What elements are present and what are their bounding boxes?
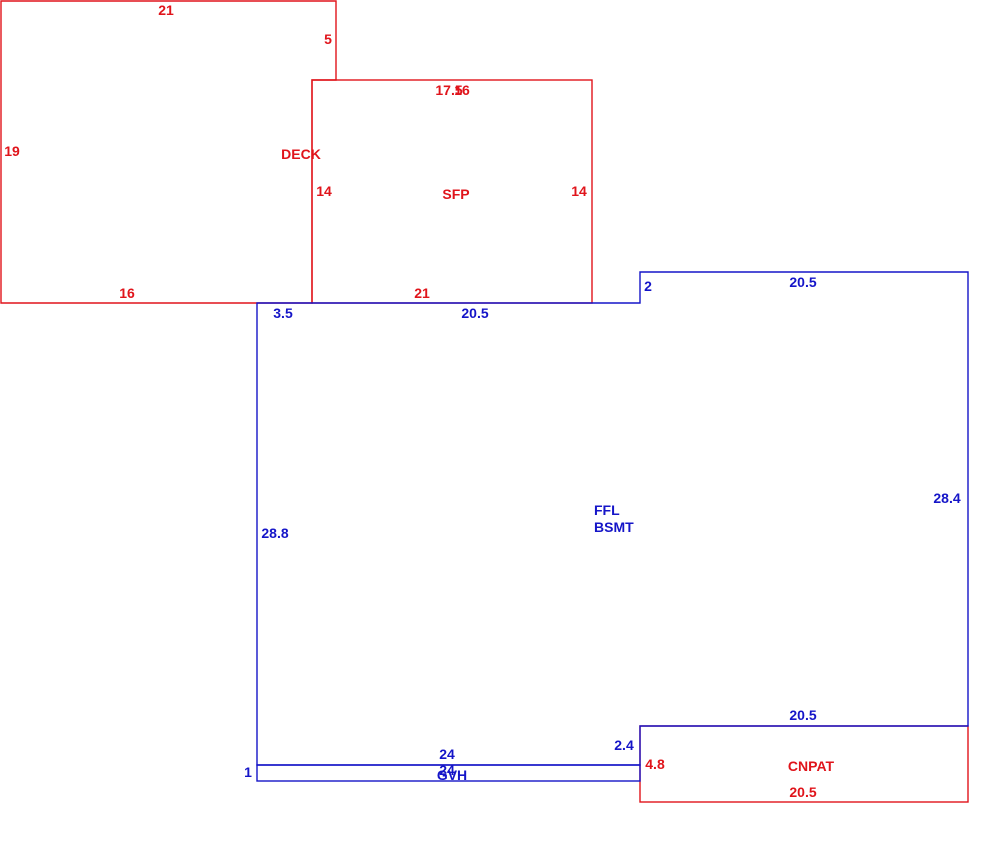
- sfp-label: SFP: [442, 186, 469, 202]
- gvh-dim-top: 24: [439, 746, 455, 762]
- gvh-dim-bottom: 24: [439, 762, 455, 778]
- sfp-dim-left: 14: [316, 183, 332, 199]
- main-dim-bottom-right: 20.5: [789, 707, 816, 723]
- main-dim-left: 28.8: [261, 525, 288, 541]
- gvh-dim-left: 1: [244, 764, 252, 780]
- deck-dim-left: 19: [4, 143, 20, 159]
- main-dim-step-down: 2.4: [614, 737, 634, 753]
- deck-dim-bottom: 16: [119, 285, 135, 301]
- cnpat-label: CNPAT: [788, 758, 835, 774]
- main-dim-step-up: 2: [644, 278, 652, 294]
- main-label-bsmt: BSMT: [594, 519, 634, 535]
- main-dim-right: 28.4: [933, 490, 960, 506]
- sfp-dim-bottom: 21: [414, 285, 430, 301]
- sfp-dim-top: 17.5: [435, 82, 462, 98]
- deck-dim-right-step: 5: [324, 31, 332, 47]
- gvh-outline: [256, 764, 641, 782]
- deck-label: DECK: [281, 146, 321, 162]
- sfp-dim-right: 14: [571, 183, 587, 199]
- cnpat-dim-left: 4.8: [645, 756, 665, 772]
- main-label-ffl: FFL: [594, 502, 620, 518]
- main-dim-top-right: 20.5: [789, 274, 816, 290]
- main-dim-top-left: 20.5: [461, 305, 488, 321]
- deck-dim-top: 21: [158, 2, 174, 18]
- gvh-label: GVH: [437, 767, 467, 783]
- sfp-dim-top-overlap: 16: [454, 82, 470, 98]
- main-dim-top-left-step: 3.5: [273, 305, 293, 321]
- cnpat-dim-bottom: 20.5: [789, 784, 816, 800]
